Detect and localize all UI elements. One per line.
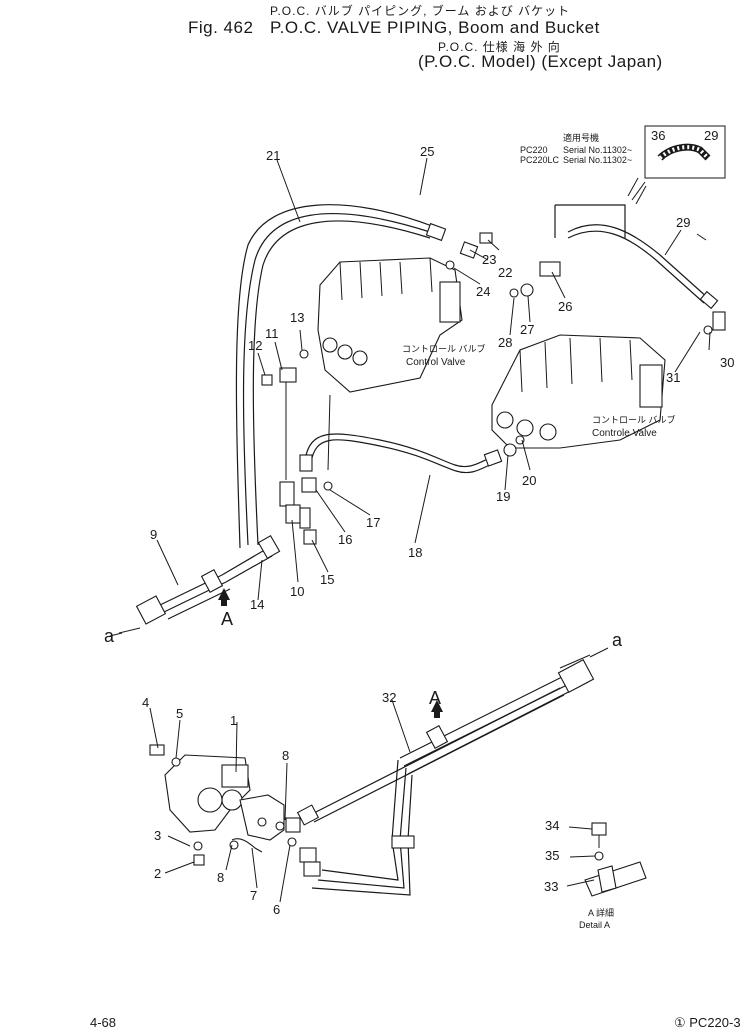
- callout-4: 4: [142, 695, 149, 710]
- hose-18: [299, 433, 525, 474]
- arrow-a-right: [589, 647, 609, 658]
- callout-17: 17: [366, 515, 380, 530]
- callout-36: 36: [651, 128, 665, 143]
- callout-29: 29: [676, 215, 690, 230]
- serial-model-2: PC220LC: [520, 155, 560, 165]
- callout-9: 9: [150, 527, 157, 542]
- inset-box: [644, 125, 726, 179]
- figure-subtitle: (P.O.C. Model) (Except Japan): [418, 52, 663, 71]
- callout-18: 18: [408, 545, 422, 560]
- callout-1: 1: [230, 713, 237, 728]
- callout-12: 12: [248, 338, 262, 353]
- callout-27: 27: [520, 322, 534, 337]
- callout-13: 13: [290, 310, 304, 325]
- pump-assembly: [149, 744, 301, 866]
- callout-2: 2: [154, 866, 161, 881]
- callout-23: 23: [482, 252, 496, 267]
- callout-6: 6: [273, 902, 280, 917]
- upper-valve-en: Control Valve: [406, 357, 466, 368]
- fittings-upper-right: [445, 232, 726, 335]
- callout-15: 15: [320, 572, 334, 587]
- callout-24: 24: [476, 284, 490, 299]
- detail-a: A 詳細 Detail A: [579, 822, 647, 930]
- subtitle-japanese: P.O.C. 仕様 海 外 向: [438, 40, 561, 54]
- lower-valve-jp: コントロール バルブ: [592, 414, 676, 425]
- callout-8-left: 8: [217, 870, 224, 885]
- callout-7: 7: [250, 888, 257, 903]
- serial-heading: 適用号機: [563, 132, 599, 143]
- hose-29: [554, 204, 719, 310]
- callout-22: 22: [498, 265, 512, 280]
- callout-28: 28: [498, 335, 512, 350]
- callout-5: 5: [176, 706, 183, 721]
- callout-26: 26: [558, 299, 572, 314]
- page-number: 4-68: [90, 1015, 116, 1029]
- hose-21-25: [235, 204, 447, 549]
- serial-model-1: PC220: [520, 145, 548, 155]
- callout-35: 35: [545, 848, 559, 863]
- callout-32: 32: [382, 690, 396, 705]
- view-mark-a-right: a: [612, 630, 623, 650]
- serial-number-2: Serial No.11302~: [563, 155, 632, 165]
- callout-19: 19: [496, 489, 510, 504]
- callout-14: 14: [250, 597, 264, 612]
- pipe-9-14: [135, 534, 281, 625]
- lower-control-valve: [491, 334, 666, 449]
- upper-control-valve: [317, 257, 463, 393]
- callout-8-right: 8: [282, 748, 289, 763]
- detail-jp: A 詳細: [588, 907, 614, 918]
- pipe-32: [296, 658, 595, 896]
- arrow-a-left: [109, 632, 123, 637]
- callout-29-inset: 29: [704, 128, 718, 143]
- callout-21: 21: [266, 148, 280, 163]
- view-mark-a-left: a: [104, 626, 115, 646]
- fittings-left: [261, 349, 333, 545]
- figure-title: P.O.C. VALVE PIPING, Boom and Bucket: [270, 18, 600, 37]
- inset-arrow: [627, 177, 647, 205]
- upper-valve-jp: コントロール バルブ: [402, 343, 486, 354]
- figure-number: Fig. 462: [188, 18, 254, 37]
- callout-30: 30: [720, 355, 734, 370]
- callouts: 21 25 36 29 29 23 22 24 26 27 28 30 31 1…: [104, 128, 734, 917]
- model-code: ① PC220-3: [674, 1015, 741, 1029]
- callout-25: 25: [420, 144, 434, 159]
- title-japanese: P.O.C. バルブ パイピング, ブーム および バケット: [270, 4, 571, 18]
- callout-20: 20: [522, 473, 536, 488]
- callout-10: 10: [290, 584, 304, 599]
- callout-34: 34: [545, 818, 559, 833]
- serial-inset: 適用号機 PC220 Serial No.11302~ PC220LC Seri…: [520, 125, 726, 205]
- callout-33: 33: [544, 879, 558, 894]
- serial-number-1: Serial No.11302~: [563, 145, 632, 155]
- callout-3: 3: [154, 828, 161, 843]
- view-mark-A-upper: A: [221, 609, 233, 629]
- detail-en: Detail A: [579, 920, 610, 930]
- callout-31: 31: [666, 370, 680, 385]
- lower-valve-en: Controle Valve: [592, 428, 657, 439]
- callout-16: 16: [338, 532, 352, 547]
- view-mark-A-lower: A: [429, 688, 441, 708]
- leader-lines: [118, 157, 711, 903]
- inset-hose: [657, 143, 711, 161]
- callout-11: 11: [265, 326, 279, 341]
